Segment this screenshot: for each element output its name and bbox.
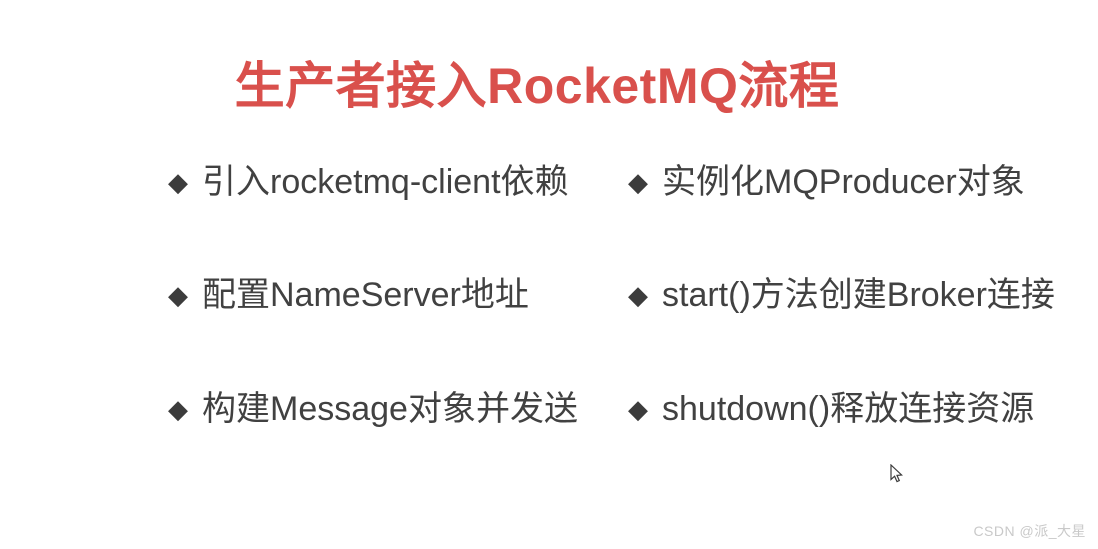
list-item-label: start()方法创建Broker连接 xyxy=(662,276,1055,315)
diamond-bullet-icon: ◆ xyxy=(168,167,188,197)
diamond-bullet-icon: ◆ xyxy=(628,393,648,424)
diamond-bullet-icon: ◆ xyxy=(168,280,188,311)
list-item-label: 配置NameServer地址 xyxy=(202,276,529,315)
list-item-label: 实例化MQProducer对象 xyxy=(662,163,1025,201)
list-item: ◆ 引入rocketmq-client依赖 xyxy=(168,160,606,204)
bullet-list: ◆ 引入rocketmq-client依赖 ◆ 实例化MQProducer对象 … xyxy=(168,160,1055,500)
list-item-label: 构建Message对象并发送 xyxy=(202,389,578,428)
list-item: ◆ 构建Message对象并发送 xyxy=(168,387,606,431)
list-item: ◆ 配置NameServer地址 xyxy=(168,273,606,317)
diamond-bullet-icon: ◆ xyxy=(628,167,648,197)
page-title: 生产者接入RocketMQ流程 xyxy=(234,58,840,114)
diamond-bullet-icon: ◆ xyxy=(628,280,648,311)
diamond-bullet-icon: ◆ xyxy=(168,393,188,424)
list-item: ◆ start()方法创建Broker连接 xyxy=(606,273,1055,317)
list-item-label: shutdown()释放连接资源 xyxy=(662,389,1035,428)
list-item: ◆ 实例化MQProducer对象 xyxy=(606,160,1044,204)
list-item-label: 引入rocketmq-client依赖 xyxy=(202,163,569,201)
list-item: ◆ shutdown()释放连接资源 xyxy=(606,387,1044,431)
watermark-text: CSDN @派_大星 xyxy=(973,523,1086,539)
